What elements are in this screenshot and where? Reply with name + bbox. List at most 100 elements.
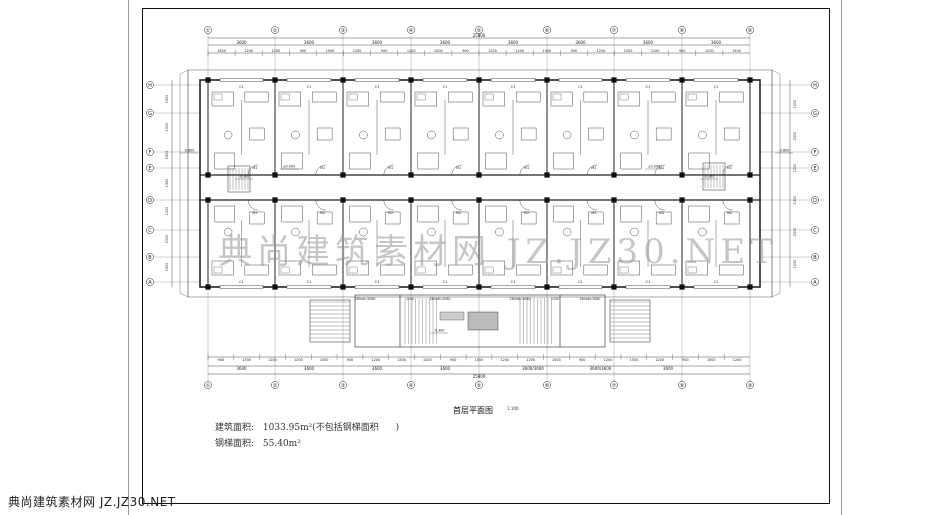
stair-dim: 260x8=2080 xyxy=(580,297,601,301)
door-label: M2 xyxy=(252,211,257,215)
structural-column xyxy=(747,77,753,83)
drawing-sheet-border xyxy=(142,8,830,504)
axis-bubble-top xyxy=(543,26,551,34)
dim-bay-bottom: 3600/3600 xyxy=(522,366,544,371)
door-label: M1 xyxy=(659,166,664,170)
axis-label-bottom: ⑤ xyxy=(477,383,481,389)
window-label: C1 xyxy=(578,280,583,284)
axis-label-left: F xyxy=(149,150,152,156)
axis-label-right: G xyxy=(813,111,817,117)
dim-left: 1500 xyxy=(165,95,169,104)
structural-column xyxy=(340,284,346,290)
dim-sub-top: 1200 xyxy=(705,49,714,53)
toilet xyxy=(562,227,572,237)
dim-sub-bottom: 900 xyxy=(682,358,688,362)
structural-column xyxy=(679,77,685,83)
axis-bubble-right xyxy=(811,81,819,89)
dim-bay-bottom: 3600 xyxy=(372,366,383,371)
axis-label-right: E xyxy=(813,166,816,172)
pillow xyxy=(619,266,629,274)
axis-label-top: ③ xyxy=(341,28,345,34)
dim-sub-bottom: 1500 xyxy=(475,358,484,362)
axis-bubble-left xyxy=(146,226,154,234)
door-label: M1 xyxy=(591,166,596,170)
bed xyxy=(617,91,640,107)
window-label: C1 xyxy=(375,280,380,284)
toilet xyxy=(223,130,233,140)
structural-column xyxy=(611,284,617,290)
axis-bubble-top xyxy=(746,26,754,34)
toilet xyxy=(359,227,368,237)
window-north xyxy=(490,78,536,82)
bed xyxy=(278,260,301,276)
door-swing xyxy=(519,199,530,211)
toilet xyxy=(630,130,639,140)
axis-label-top: ② xyxy=(273,28,278,34)
dim-right: 2500 xyxy=(793,132,797,141)
pillow xyxy=(687,266,697,274)
window-label: C1 xyxy=(307,85,312,89)
door-label: M1 xyxy=(388,166,393,170)
window-label: C1 xyxy=(443,280,448,284)
building-area-close: ) xyxy=(395,423,400,433)
structural-column xyxy=(408,172,414,178)
pillow xyxy=(687,93,697,101)
axis-label-right: F xyxy=(814,150,817,156)
axis-bubble-left xyxy=(146,81,154,89)
window-south xyxy=(219,285,264,289)
window-label: C1 xyxy=(375,85,380,89)
window-label: C1 xyxy=(714,280,719,284)
structural-column xyxy=(611,77,617,83)
structural-column xyxy=(476,284,482,290)
dim-sub-top: 900 xyxy=(571,49,577,53)
door-label: M2 xyxy=(320,211,325,215)
axis-label-bottom: ⑦ xyxy=(612,383,617,389)
entrance-stair-block xyxy=(354,294,606,348)
elevation-label: -0.300 xyxy=(704,175,715,179)
axis-bubble-top xyxy=(678,26,686,34)
door-label: M1 xyxy=(252,166,257,170)
window-north xyxy=(219,78,264,82)
dim-bay-bottom: 3600 xyxy=(236,366,247,371)
dim-bay-top: 3600 xyxy=(575,40,586,45)
axis-label-right: D xyxy=(813,198,817,204)
axis-label-right: B xyxy=(813,255,817,261)
desk xyxy=(244,264,269,276)
axis-bubble-bottom xyxy=(204,381,212,389)
window-south xyxy=(558,285,603,289)
shower xyxy=(485,205,507,223)
dim-sub-top: 900 xyxy=(679,49,685,53)
door-swing xyxy=(722,199,733,211)
axis-label-left: D xyxy=(148,198,152,204)
window-label: C1 xyxy=(714,85,719,89)
stair-right xyxy=(702,162,726,191)
dim-sub-bottom: 1200 xyxy=(500,358,509,362)
building-area-label: 建筑面积: xyxy=(215,423,255,433)
axis-label-top: ① xyxy=(206,28,211,34)
structural-column xyxy=(340,77,346,83)
shower xyxy=(688,205,710,223)
dim-sub-top: 900 xyxy=(300,49,306,53)
shower xyxy=(214,205,235,223)
sheet-outer-frame xyxy=(128,0,842,515)
toilet xyxy=(495,227,504,237)
door-label: M1 xyxy=(524,166,529,170)
window-north xyxy=(625,78,671,82)
desk xyxy=(719,264,744,276)
desk xyxy=(516,264,541,276)
toilet xyxy=(427,130,436,140)
axis-label-left: E xyxy=(148,166,151,172)
pillow xyxy=(213,266,223,274)
stair-area-value: 55.40m² xyxy=(262,439,301,449)
window-label: C1 xyxy=(239,85,244,89)
toilet xyxy=(630,227,639,237)
desk xyxy=(380,264,405,276)
dim-sub-bottom: 900 xyxy=(218,358,224,362)
structural-column xyxy=(340,197,346,203)
washbasin xyxy=(384,211,401,225)
structural-column xyxy=(611,197,617,203)
door-label: M2 xyxy=(727,211,732,215)
axis-label-top: ⑤ xyxy=(477,28,481,34)
door-swing xyxy=(451,199,462,211)
desk xyxy=(312,91,337,103)
